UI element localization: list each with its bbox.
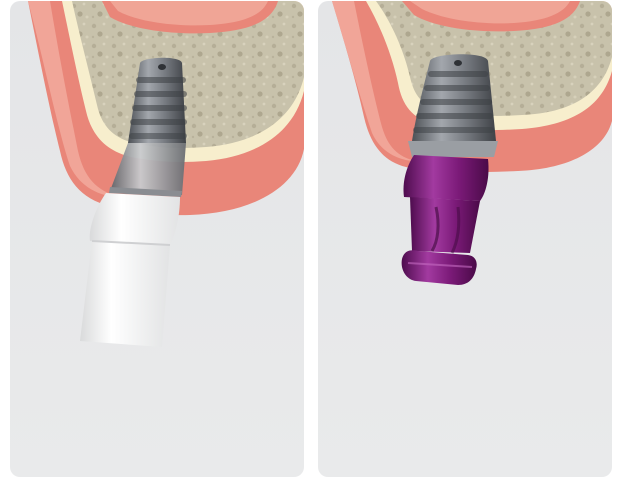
illustration-right <box>318 1 612 477</box>
illustration-left <box>10 1 304 477</box>
panel-left <box>10 1 304 477</box>
panel-right <box>318 1 612 477</box>
purple-healing-abutment <box>402 155 489 285</box>
white-abutment <box>80 193 180 347</box>
